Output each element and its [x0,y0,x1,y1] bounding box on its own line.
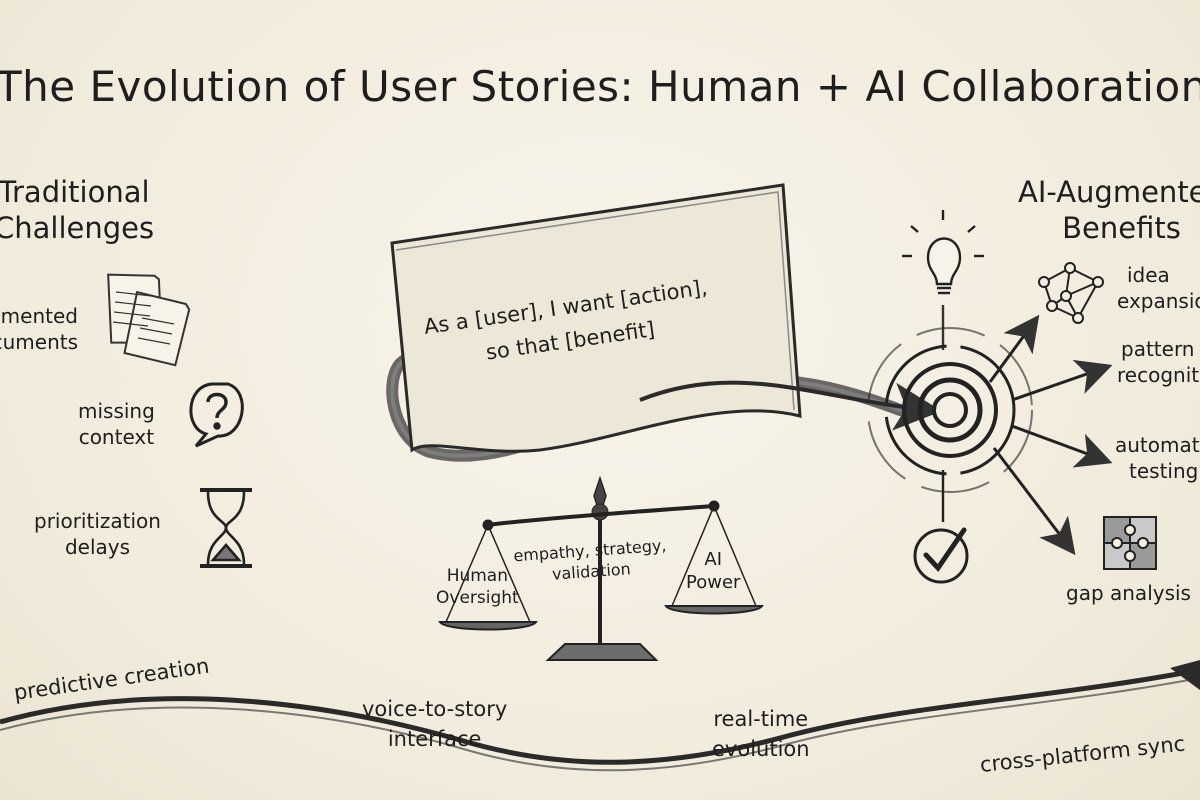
timeline-voice-to-story: voice-to-story interface [362,694,507,754]
challenge-label-line2: delays [64,535,131,559]
challenge-missing-context: missing context [78,398,155,450]
timeline-real-time-evolution: real-time evolution [712,704,810,764]
balance-left-label: Human Oversight [436,565,519,609]
benefit-gap-analysis: gap analysis [1066,580,1191,606]
documents-icon [107,273,191,367]
benefit-label-line2: expansion [1117,289,1200,313]
timeline-wave [0,660,1200,772]
challenge-fragmented-documents: fragmented documents [0,303,78,355]
benefit-idea-expansion: idea expansion [1117,262,1200,314]
challenge-prioritization-delays: prioritization delays [34,508,161,560]
timeline-label-line1: voice-to-story [362,697,508,721]
timeline-label-line1: real-time [713,707,809,731]
challenge-label-line1: missing [78,399,155,423]
check-icon [913,470,969,584]
question-bubble-icon [189,382,244,448]
balance-right-line1: AI [704,549,723,570]
challenge-label-line1: fragmented [0,304,78,328]
challenge-label-line2: context [78,425,155,449]
benefit-label-line1: automated [1115,433,1200,457]
card-to-target-arrow [639,380,942,431]
challenge-label-line2: documents [0,330,78,354]
balance-left-line2: Oversight [436,588,519,608]
balance-right-label: AI Power [686,548,740,594]
balance-right-line2: Power [686,572,741,593]
benefit-label-line2: testing [1129,459,1199,483]
benefit-label-line1: pattern [1121,337,1195,361]
left-heading-line2: Challenges [0,211,155,245]
benefit-label-line1: gap analysis [1066,581,1191,605]
benefit-label-line1: idea [1127,263,1170,287]
lightbulb-icon [902,210,984,295]
hourglass-icon [200,488,252,568]
network-icon [1038,262,1104,324]
balance-scale-icon [438,475,764,661]
right-heading-line2: Benefits [1062,211,1181,245]
left-panel-heading: Traditional Challenges [0,174,154,246]
page-title: The Evolution of User Stories: Human + A… [0,62,1200,111]
puzzle-icon [1103,516,1157,570]
timeline-label-line2: evolution [712,737,810,761]
benefit-label-line2: recognition [1117,363,1200,387]
benefit-arrows [988,314,1113,556]
target-icon [867,327,1033,493]
challenge-label-line1: prioritization [34,509,161,533]
timeline-label-line2: interface [387,727,482,751]
benefit-automated-testing: automated testing [1115,432,1200,484]
right-panel-heading: AI-Augmented Benefits [1018,174,1200,246]
right-heading-line1: AI-Augmented [1018,175,1200,209]
left-heading-line1: Traditional [0,175,150,209]
benefit-pattern-recognition: pattern recognition [1117,336,1200,388]
balance-left-line1: Human [446,566,508,586]
